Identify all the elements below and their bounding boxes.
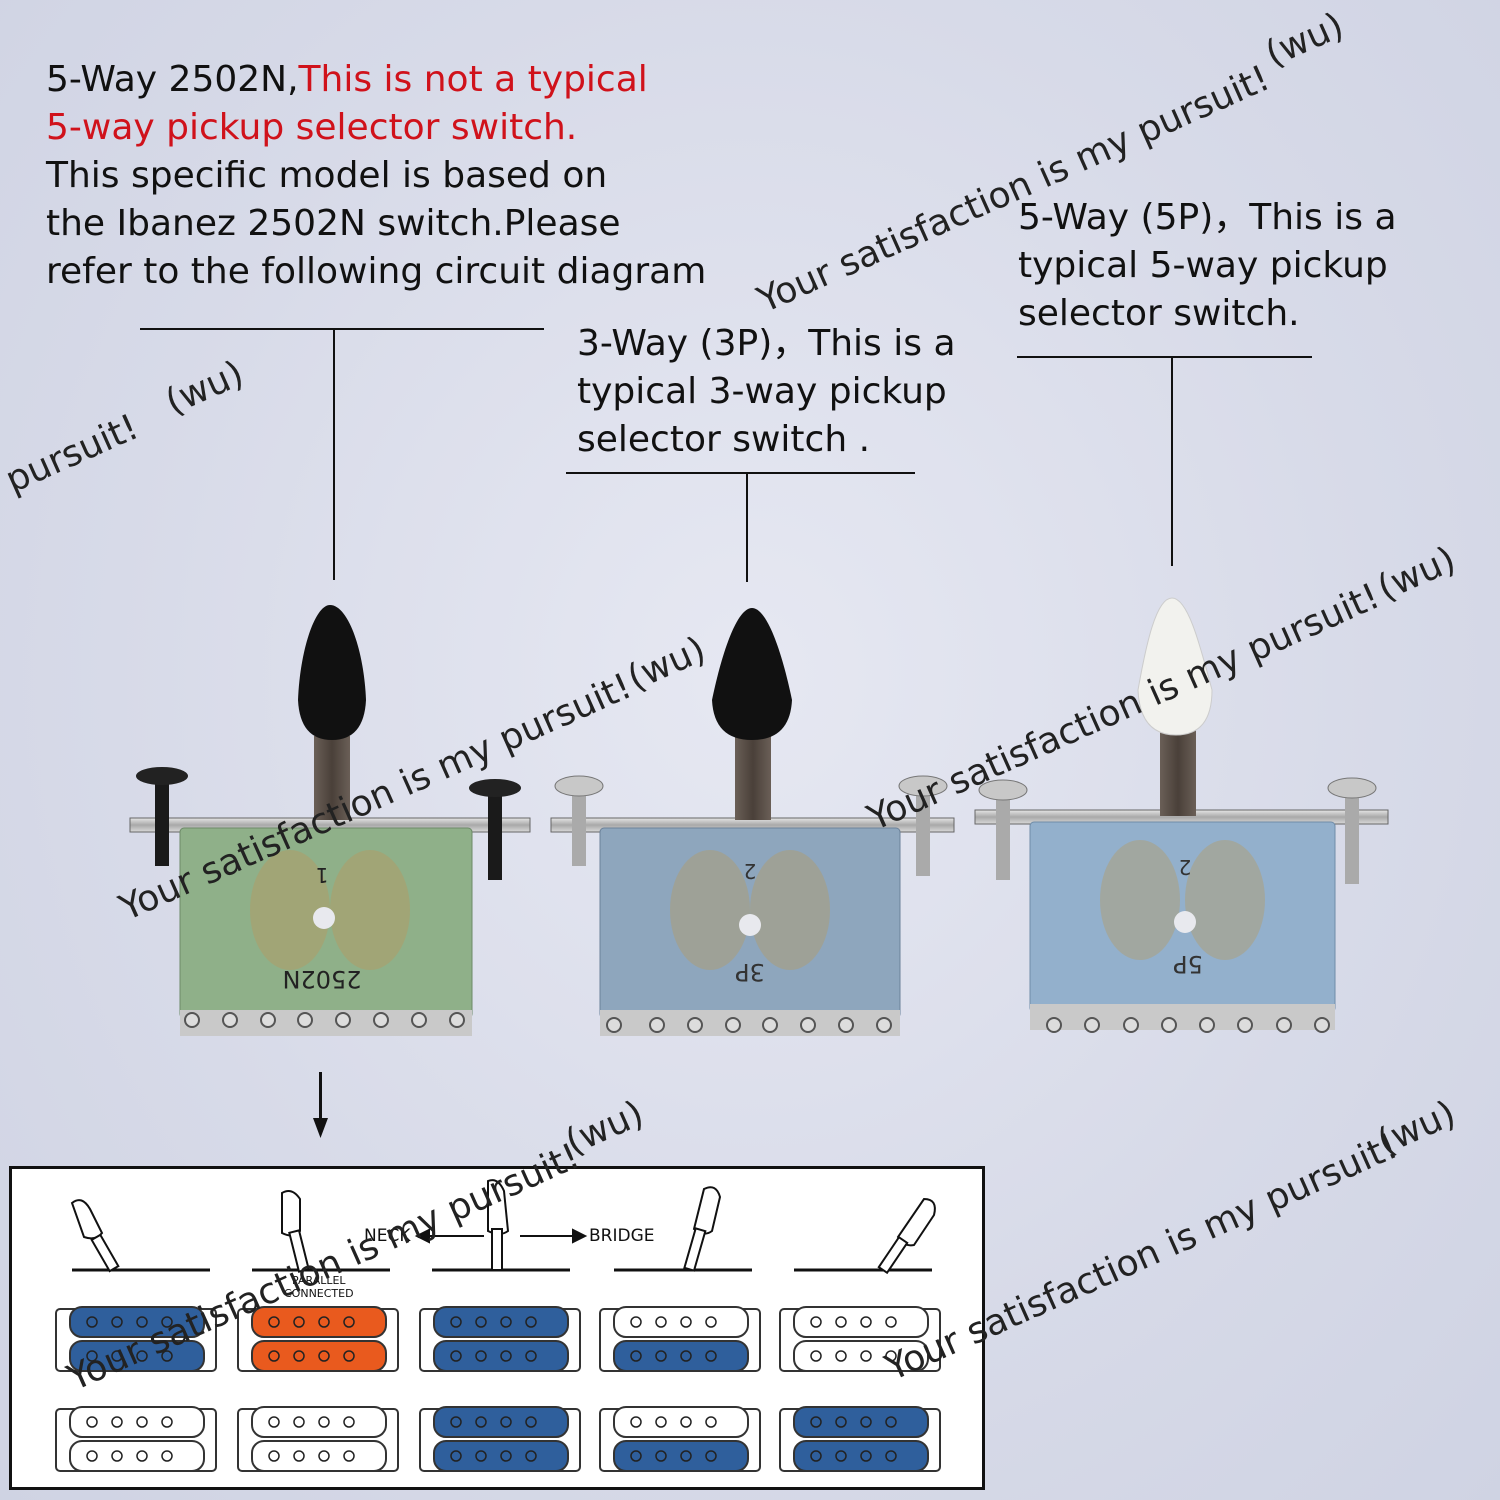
circuit-diagram: NECK BRIDGE PARALLEL CONNECTED [9,1166,985,1490]
switch1-bottom-mark: 2502N [282,965,361,993]
parallel-label-line2: CONNECTED [284,1287,354,1300]
left-note-line4: the Ibanez 2502N switch.Please [46,203,621,244]
left-note-line5: refer to the following circuit diagram [46,251,707,292]
left-note: 5-Way 2502N,This is not a typical 5-way … [46,56,726,296]
switch2-top-mark: 2 [744,859,757,883]
pickup-row-bottom [55,1406,941,1472]
switch1-top-mark: 1 [316,863,329,887]
switch3-bottom-mark: 5P [1173,950,1203,978]
terminal-lugs [184,1012,1330,1033]
right-callout-h [1017,356,1312,358]
bridge-label: BRIDGE [589,1226,655,1246]
left-note-line3: This specific model is based on [46,155,608,196]
pole-pieces [86,1316,897,1462]
lever-icons [70,1179,936,1275]
diagram-graphics [55,1179,941,1472]
switch-5p: 2 5P [974,597,1389,1030]
middle-callout-v [746,474,748,582]
left-note-line2: 5-way pickup selector switch. [46,107,578,148]
middle-note-line2: typical 3-way pickup [577,371,947,412]
right-note: 5-Way (5P)，This is a typical 5-way picku… [1018,194,1438,338]
down-arrow-icon [313,1072,328,1138]
right-note-line2: typical 5-way pickup [1018,245,1388,286]
switch2-bottom-mark: 3P [735,958,765,986]
parallel-label: PARALLEL CONNECTED [284,1274,354,1300]
left-callout-h [140,328,544,330]
left-note-line1: 5-Way 2502N,This is not a typical [46,59,648,100]
parallel-label-line1: PARALLEL [292,1274,346,1287]
switches-photo: 1 2502N 2 3P 2 5P [129,597,1389,1138]
neck-bridge-arrows [414,1228,588,1244]
middle-note-line3: selector switch . [577,419,871,460]
middle-note-line1: 3-Way (3P)，This is a [577,323,956,364]
neck-label: NECK [364,1226,411,1246]
right-callout-v [1171,358,1173,566]
middle-callout-h [566,472,915,474]
right-note-line3: selector switch. [1018,293,1300,334]
middle-note: 3-Way (3P)，This is a typical 3-way picku… [577,320,977,464]
switch3-top-mark: 2 [1179,855,1192,879]
right-note-line1: 5-Way (5P)，This is a [1018,197,1397,238]
left-callout-v [333,328,335,580]
